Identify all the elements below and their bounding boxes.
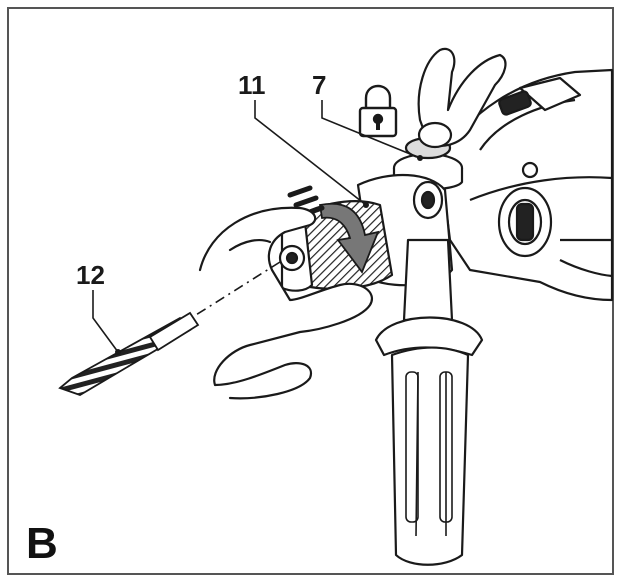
chuck-body [278, 173, 454, 292]
callout-label-7: 7 [312, 70, 327, 100]
figure-letter: B [26, 519, 58, 568]
callout-dot-11 [363, 202, 369, 208]
drill-bit [58, 261, 281, 396]
side-handle [374, 238, 484, 566]
leader-lines [92, 100, 421, 353]
callout-label-12: 12 [76, 260, 105, 290]
hands [198, 47, 507, 400]
callout-dot-12 [115, 349, 121, 355]
callout-dot-7 [417, 155, 423, 161]
padlock-icon [358, 84, 398, 138]
callout-label-11: 11 [238, 70, 266, 100]
drill-housing [438, 68, 614, 302]
